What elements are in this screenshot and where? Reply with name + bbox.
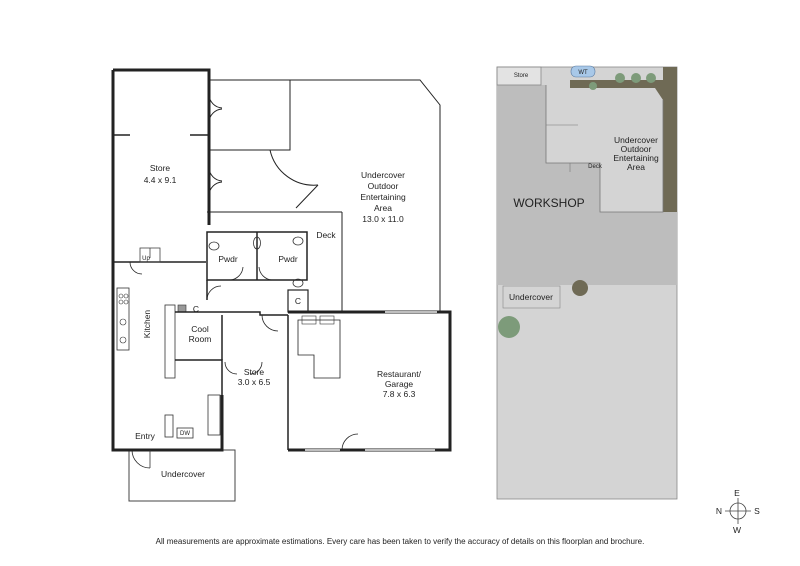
site-deck-label: Deck [588, 164, 603, 170]
restaurant-label-1: Restaurant/ [377, 369, 422, 379]
bar-counter [297, 319, 341, 379]
compass: E N S W [716, 488, 760, 535]
pwdr-label-1: Pwdr [218, 254, 238, 264]
site-store-box [496, 66, 542, 86]
left-floorplan: Store 4.4 x 9.1 Undercover Outdoor Enter… [111, 68, 452, 502]
site-outdoor-label-1: Undercover [614, 135, 658, 145]
outdoor-bay [209, 80, 291, 151]
outdoor-label-2: Outdoor [368, 181, 399, 191]
outdoor-door-leaf [295, 184, 319, 209]
workshop-label: WORKSHOP [513, 196, 584, 210]
toilet-icon [208, 241, 220, 251]
undercover-area [128, 449, 236, 502]
site-trees [498, 73, 656, 338]
up-label: Up [142, 256, 150, 262]
store-small-dims: 3.0 x 6.5 [238, 377, 271, 387]
site-outdoor-label-2: Outdoor [621, 144, 652, 154]
outdoor-door-swing [269, 149, 319, 186]
kitchen-label: Kitchen [142, 310, 152, 339]
right-site-plan: Store WT Undercover Outdoor Entertaining… [496, 65, 678, 500]
toilet-icon [292, 236, 304, 246]
store-dims: 4.4 x 9.1 [144, 175, 177, 185]
restaurant-dims: 7.8 x 6.3 [383, 389, 416, 399]
outdoor-label-3: Entertaining [360, 192, 406, 202]
garden-strip [570, 67, 677, 212]
store-double-door-2 [208, 167, 223, 196]
cool-room-label-2: Room [189, 334, 212, 344]
outer-wall [111, 68, 224, 452]
outdoor-label-1: Undercover [361, 170, 405, 180]
cool-room-label-1: Cool [191, 324, 209, 334]
site-outdoor-label-4: Area [627, 162, 645, 172]
c-label-2: C [295, 296, 301, 306]
water-tank-icon [570, 65, 596, 78]
store-double-door-1 [208, 94, 223, 123]
store-label: Store [150, 163, 171, 173]
dw-label: DW [180, 431, 190, 437]
basin-icon [253, 236, 261, 250]
outdoor-area-outline [210, 79, 441, 312]
compass-s: S [754, 506, 760, 516]
entry-label: Entry [135, 431, 156, 441]
compass-n: N [716, 506, 722, 516]
site-undercover-label: Undercover [509, 292, 553, 302]
outdoor-label-4: Area [374, 203, 392, 213]
workshop-building [497, 85, 677, 285]
wt-label: WT [578, 70, 588, 76]
restaurant-label-2: Garage [385, 379, 414, 389]
site-undercover-box [502, 285, 561, 309]
undercover-label: Undercover [161, 469, 205, 479]
c-label-1: C [193, 304, 199, 314]
compass-w: W [733, 525, 741, 535]
outdoor-dims: 13.0 x 11.0 [362, 214, 404, 224]
pwdr-label-2: Pwdr [278, 254, 298, 264]
store-small-label: Store [244, 367, 265, 377]
deck-label: Deck [316, 230, 336, 240]
island-bench [164, 304, 176, 379]
compass-e: E [734, 488, 740, 498]
disclaimer-text: All measurements are approximate estimat… [155, 537, 645, 546]
site-store-label: Store [514, 73, 529, 79]
restaurant-wall [288, 310, 452, 452]
site-outdoor-label-3: Entertaining [613, 153, 659, 163]
kitchen-bench [116, 287, 130, 351]
